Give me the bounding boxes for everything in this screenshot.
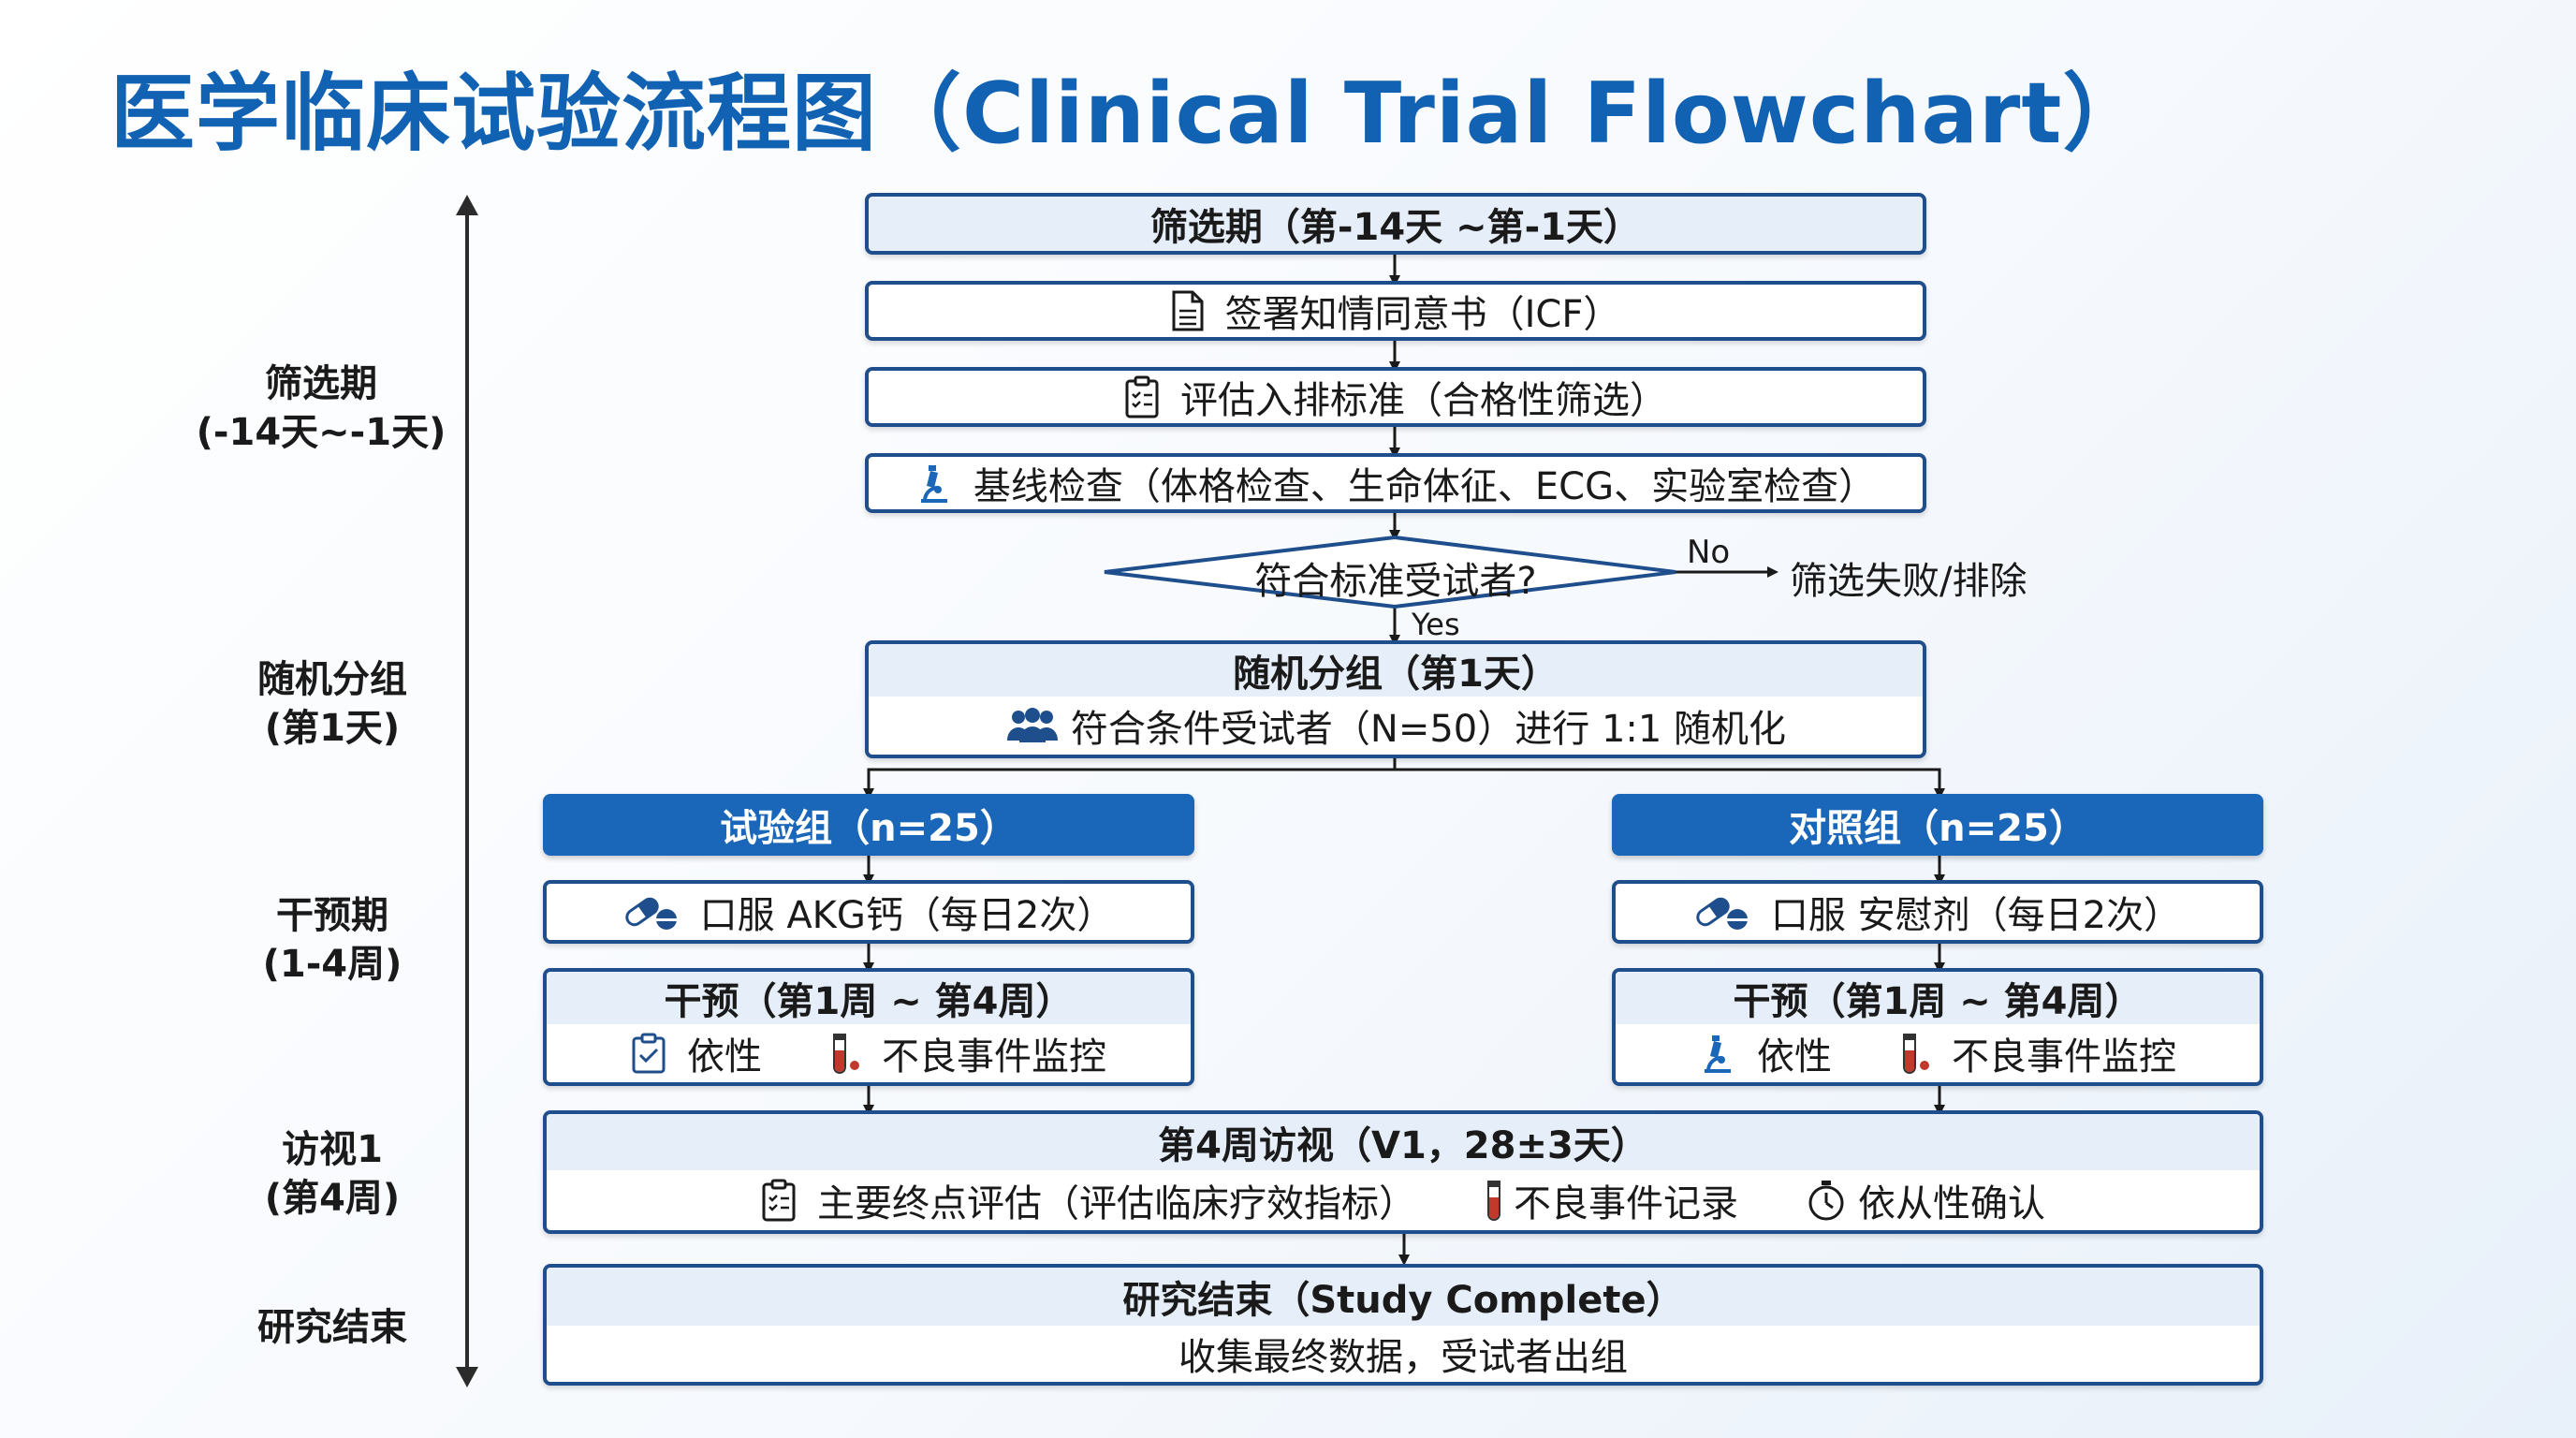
criteria-box: 评估入排标准（合格性筛选） — [865, 367, 1926, 427]
phase-label: 随机分组 — [257, 658, 407, 701]
pill-icon — [623, 891, 680, 932]
phase-label: 访视1 — [282, 1128, 383, 1171]
visit-item2-label: 不良事件记录 — [1514, 1182, 1738, 1225]
test-item1-label: 依性 — [687, 1035, 762, 1078]
checklist-icon — [631, 1033, 666, 1074]
icf-box: 签署知情同意书（ICF） — [865, 281, 1926, 341]
control-intervention-box: 干预（第1周 ~ 第4周） 依性 不良事件监控 — [1612, 968, 2263, 1086]
document-icon — [1171, 290, 1205, 331]
control-drug-label: 口服 安慰剂（每日2次） — [1770, 894, 2182, 937]
test-item2-label: 不良事件监控 — [882, 1035, 1106, 1078]
no-label: No — [1687, 534, 1731, 571]
yes-label: Yes — [1412, 607, 1460, 642]
clipboard-icon — [1124, 375, 1160, 418]
phase-end: 研究结束 — [178, 1303, 487, 1352]
criteria-label: 评估入排标准（合格性筛选） — [1180, 379, 1667, 422]
phase-label: 研究结束 — [257, 1306, 407, 1349]
phase-sub: (第1天) — [264, 707, 401, 750]
control-intervention-header: 干预（第1周 ~ 第4周） — [1616, 972, 2260, 1024]
baseline-box: 基线检查（体格检查、生命体征、ECG、实验室检查） — [865, 453, 1926, 513]
test-drug-label: 口服 AKG钙（每日2次） — [699, 894, 1115, 937]
screening-header: 筛选期（第-14天 ~第-1天） — [1149, 206, 1642, 249]
decision-diamond — [1104, 535, 1676, 609]
control-item1-label: 依性 — [1757, 1035, 1832, 1078]
blood-tube-icon — [1484, 1179, 1504, 1222]
study-end-box: 研究结束（Study Complete） 收集最终数据，受试者出组 — [543, 1264, 2263, 1386]
randomization-header: 随机分组（第1天） — [869, 644, 1923, 697]
decision-text: 符合标准受试者? — [1254, 560, 1537, 603]
randomization-detail: 符合条件受试者（N=50）进行 1:1 随机化 — [1070, 708, 1787, 751]
study-end-detail: 收集最终数据，受试者出组 — [1178, 1336, 1628, 1379]
microscope-icon — [915, 462, 953, 505]
test-item-ae: 不良事件监控 — [829, 1026, 1106, 1080]
pill-icon — [1694, 891, 1750, 932]
phase-intervention: 干预期 (1-4周) — [178, 891, 487, 989]
control-item-ae: 不良事件监控 — [1899, 1026, 2176, 1080]
page-title: 医学临床试验流程图（Clinical Trial Flowchart） — [110, 65, 2148, 163]
control-item-adherence: 依性 — [1699, 1026, 1832, 1080]
control-drug-box: 口服 安慰剂（每日2次） — [1612, 880, 2263, 944]
control-item2-label: 不良事件监控 — [1952, 1035, 2176, 1078]
visit-header: 第4周访视（V1，28±3天） — [547, 1114, 2260, 1170]
phase-visit: 访视1 (第4周) — [178, 1125, 487, 1223]
visit-item3-label: 依从性确认 — [1858, 1182, 2045, 1225]
stopwatch-icon — [1806, 1179, 1847, 1222]
screen-fail-label: 筛选失败/排除 — [1790, 560, 2027, 603]
visit-item-compliance: 依从性确认 — [1806, 1173, 2045, 1227]
phase-randomization: 随机分组 (第1天) — [178, 655, 487, 753]
phase-sub: (-14天~-1天) — [196, 411, 446, 454]
people-icon — [1005, 707, 1060, 744]
test-intervention-header: 干预（第1周 ~ 第4周） — [547, 972, 1191, 1024]
blood-tube-icon — [829, 1032, 861, 1075]
visit-item1-label: 主要终点评估（评估临床疗效指标） — [817, 1182, 1416, 1225]
timeline-axis — [465, 198, 469, 1383]
test-intervention-box: 干预（第1周 ~ 第4周） 依性 不良事件监控 — [543, 968, 1194, 1086]
timeline-arrow-down — [456, 1367, 478, 1387]
screening-header-box: 筛选期（第-14天 ~第-1天） — [865, 193, 1926, 255]
phase-label: 干预期 — [276, 894, 388, 937]
control-arm-header: 对照组（n=25） — [1612, 794, 2263, 856]
phase-sub: (1-4周) — [262, 943, 402, 986]
timeline-arrow-up — [456, 195, 478, 215]
phase-label: 筛选期 — [265, 362, 377, 405]
study-end-header: 研究结束（Study Complete） — [547, 1268, 2260, 1326]
randomization-box: 随机分组（第1天） 符合条件受试者（N=50）进行 1:1 随机化 — [865, 640, 1926, 758]
microscope-icon — [1699, 1032, 1736, 1075]
blood-tube-icon — [1899, 1032, 1931, 1075]
icf-label: 签署知情同意书（ICF） — [1224, 293, 1621, 336]
test-item-adherence: 依性 — [631, 1026, 762, 1080]
phase-sub: (第4周) — [264, 1177, 401, 1220]
test-arm-header: 试验组（n=25） — [543, 794, 1194, 856]
clipboard-icon — [761, 1179, 797, 1222]
baseline-label: 基线检查（体格检查、生命体征、ECG、实验室检查） — [973, 465, 1877, 508]
test-drug-box: 口服 AKG钙（每日2次） — [543, 880, 1194, 944]
visit-item-ae: 不良事件记录 — [1484, 1173, 1738, 1227]
visit-item-endpoint: 主要终点评估（评估临床疗效指标） — [761, 1173, 1416, 1227]
phase-screening: 筛选期 (-14天~-1天) — [167, 360, 476, 457]
visit-box: 第4周访视（V1，28±3天） 主要终点评估（评估临床疗效指标） 不良事件记录 … — [543, 1110, 2263, 1234]
